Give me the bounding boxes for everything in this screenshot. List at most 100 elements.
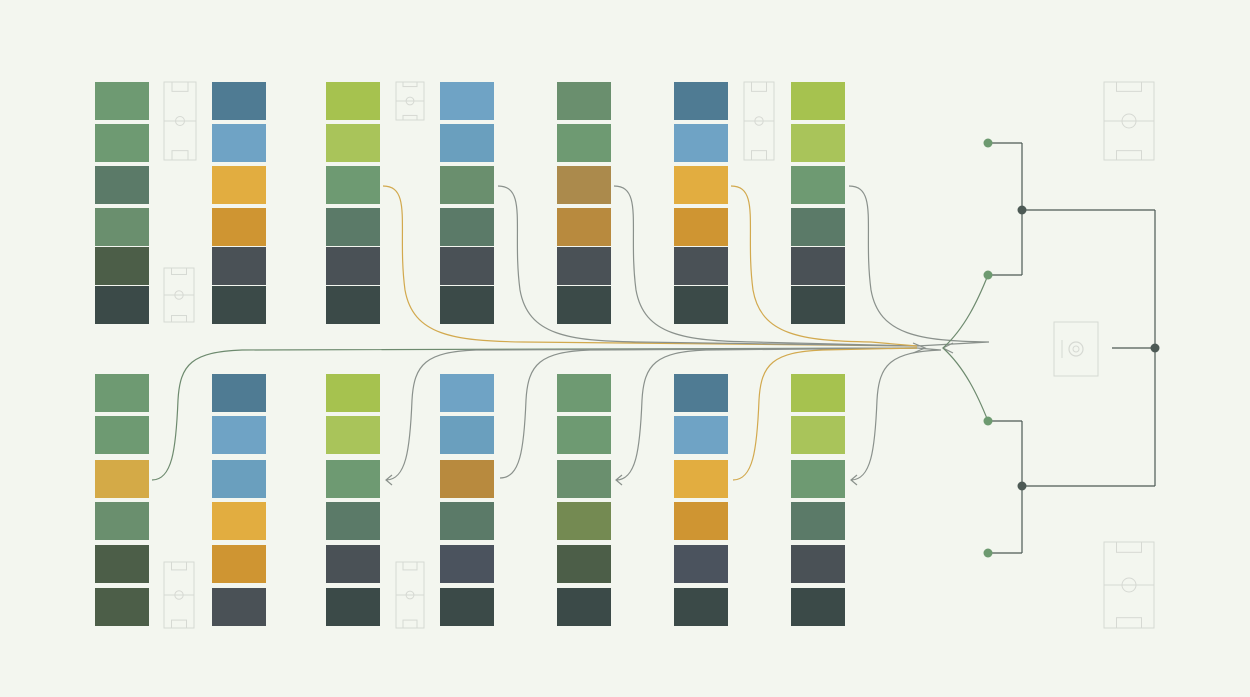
- bottom-column-5-cell-3: [557, 460, 611, 498]
- bottom-column-3-cell-5: [326, 545, 380, 583]
- top-column-6-cell-4: [674, 208, 728, 246]
- top-column-1-cell-2: [95, 124, 149, 162]
- top-column-6-cell-2: [674, 124, 728, 162]
- bottom-column-4-cell-6: [440, 588, 494, 626]
- connector-line-bottom-1: [151, 347, 918, 481]
- football-pitch-icon-bottom-box: [1116, 150, 1142, 161]
- bottom-column-5-cell-6: [557, 588, 611, 626]
- football-pitch-icon-bottom-box: [171, 150, 189, 161]
- connector-line-bottom-6: [850, 347, 942, 481]
- football-pitch-icon-top-box: [751, 81, 767, 92]
- top-column-2-cell-1: [212, 82, 266, 120]
- top-column-7-cell-1: [791, 82, 845, 120]
- bottom-column-5-cell-1: [557, 374, 611, 412]
- top-column-3-cell-2: [326, 124, 380, 162]
- connector-line-bottom-4: [615, 347, 918, 481]
- top-column-4-cell-6: [440, 286, 494, 324]
- bottom-column-1-cell-6: [95, 588, 149, 626]
- top-column-4-cell-3: [440, 166, 494, 204]
- bottom-column-1-cell-4: [95, 502, 149, 540]
- top-column-7-cell-6: [791, 286, 845, 324]
- football-pitch-icon-top-box: [171, 81, 189, 92]
- connector-line-bottom-2: [385, 347, 918, 481]
- top-column-5-cell-3: [557, 166, 611, 204]
- bottom-column-7-cell-2: [791, 416, 845, 454]
- bottom-column-3-cell-4: [326, 502, 380, 540]
- football-pitch-icon-bottom-box: [171, 315, 187, 323]
- football-pitch-icon-center-circle: [1121, 113, 1137, 129]
- bracket-feed-line-top: [942, 274, 989, 349]
- arrow-head-icon: [615, 474, 623, 486]
- football-pitch-icon-top-box: [402, 81, 418, 88]
- bottom-column-5-cell-2: [557, 416, 611, 454]
- football-pitch-icon-center-circle: [754, 116, 764, 126]
- bottom-column-1-cell-3: [95, 460, 149, 498]
- bottom-column-6-cell-2: [674, 416, 728, 454]
- arrow-head-icon: [850, 474, 858, 486]
- bracket-entry-node-4: [983, 548, 993, 558]
- top-column-7-cell-3: [791, 166, 845, 204]
- bottom-column-6-cell-6: [674, 588, 728, 626]
- top-column-2-cell-6: [212, 286, 266, 324]
- bottom-column-3-cell-6: [326, 588, 380, 626]
- bottom-column-2-cell-4: [212, 502, 266, 540]
- bracket-entry-node-1: [983, 138, 993, 148]
- bottom-column-3-cell-3: [326, 460, 380, 498]
- top-column-2-cell-5: [212, 247, 266, 285]
- bottom-column-2-cell-6: [212, 588, 266, 626]
- bottom-column-1-cell-1: [95, 374, 149, 412]
- bottom-column-7-cell-4: [791, 502, 845, 540]
- connector-line-top-2: [497, 185, 918, 347]
- bottom-column-3-cell-1: [326, 374, 380, 412]
- top-column-1-cell-1: [95, 82, 149, 120]
- bottom-column-6-cell-4: [674, 502, 728, 540]
- top-column-4-cell-2: [440, 124, 494, 162]
- top-column-1-cell-6: [95, 286, 149, 324]
- bottom-column-1-cell-2: [95, 416, 149, 454]
- football-pitch-icon-top-box: [171, 267, 187, 275]
- football-pitch-icon-top-box: [1116, 81, 1142, 92]
- top-column-3-cell-1: [326, 82, 380, 120]
- top-column-3-cell-6: [326, 286, 380, 324]
- bracket-feed-line-bottom: [942, 347, 989, 422]
- top-column-1-cell-5: [95, 247, 149, 285]
- bracket-entry-node-3: [983, 416, 993, 426]
- top-column-1-cell-3: [95, 166, 149, 204]
- top-column-6-cell-5: [674, 247, 728, 285]
- top-column-2-cell-4: [212, 208, 266, 246]
- football-pitch-icon-center-circle: [175, 116, 185, 126]
- connector-line-top-1: [382, 185, 918, 347]
- top-column-5-cell-2: [557, 124, 611, 162]
- top-column-6-cell-6: [674, 286, 728, 324]
- connector-line-bottom-3: [499, 347, 918, 479]
- junction-node-icon: [1017, 205, 1027, 215]
- top-column-5-cell-4: [557, 208, 611, 246]
- bottom-column-7-cell-3: [791, 460, 845, 498]
- top-column-3-cell-4: [326, 208, 380, 246]
- top-column-7-cell-4: [791, 208, 845, 246]
- football-pitch-icon-center-circle: [1068, 341, 1084, 357]
- football-pitch-icon-center-circle: [405, 96, 415, 106]
- bottom-column-7-cell-5: [791, 545, 845, 583]
- bottom-column-7-cell-1: [791, 374, 845, 412]
- football-pitch-icon-bottom-box: [402, 114, 418, 121]
- top-column-2-cell-2: [212, 124, 266, 162]
- bottom-column-4-cell-3: [440, 460, 494, 498]
- bottom-column-6-cell-3: [674, 460, 728, 498]
- connector-line-top-4: [730, 185, 918, 347]
- football-pitch-icon-top-box: [171, 561, 187, 571]
- arrow-head-icon: [385, 474, 393, 486]
- top-column-5-cell-5: [557, 247, 611, 285]
- football-pitch-icon-center-spot: [1072, 345, 1080, 353]
- top-column-4-cell-5: [440, 247, 494, 285]
- top-column-4-cell-4: [440, 208, 494, 246]
- top-column-7-cell-5: [791, 247, 845, 285]
- arrow-head-icon: [912, 342, 927, 354]
- football-pitch-icon-center-circle: [1121, 577, 1137, 593]
- bottom-column-2-cell-2: [212, 416, 266, 454]
- football-pitch-icon-bottom-box: [171, 619, 187, 629]
- bottom-column-2-cell-1: [212, 374, 266, 412]
- bottom-column-6-cell-1: [674, 374, 728, 412]
- top-column-2-cell-3: [212, 166, 266, 204]
